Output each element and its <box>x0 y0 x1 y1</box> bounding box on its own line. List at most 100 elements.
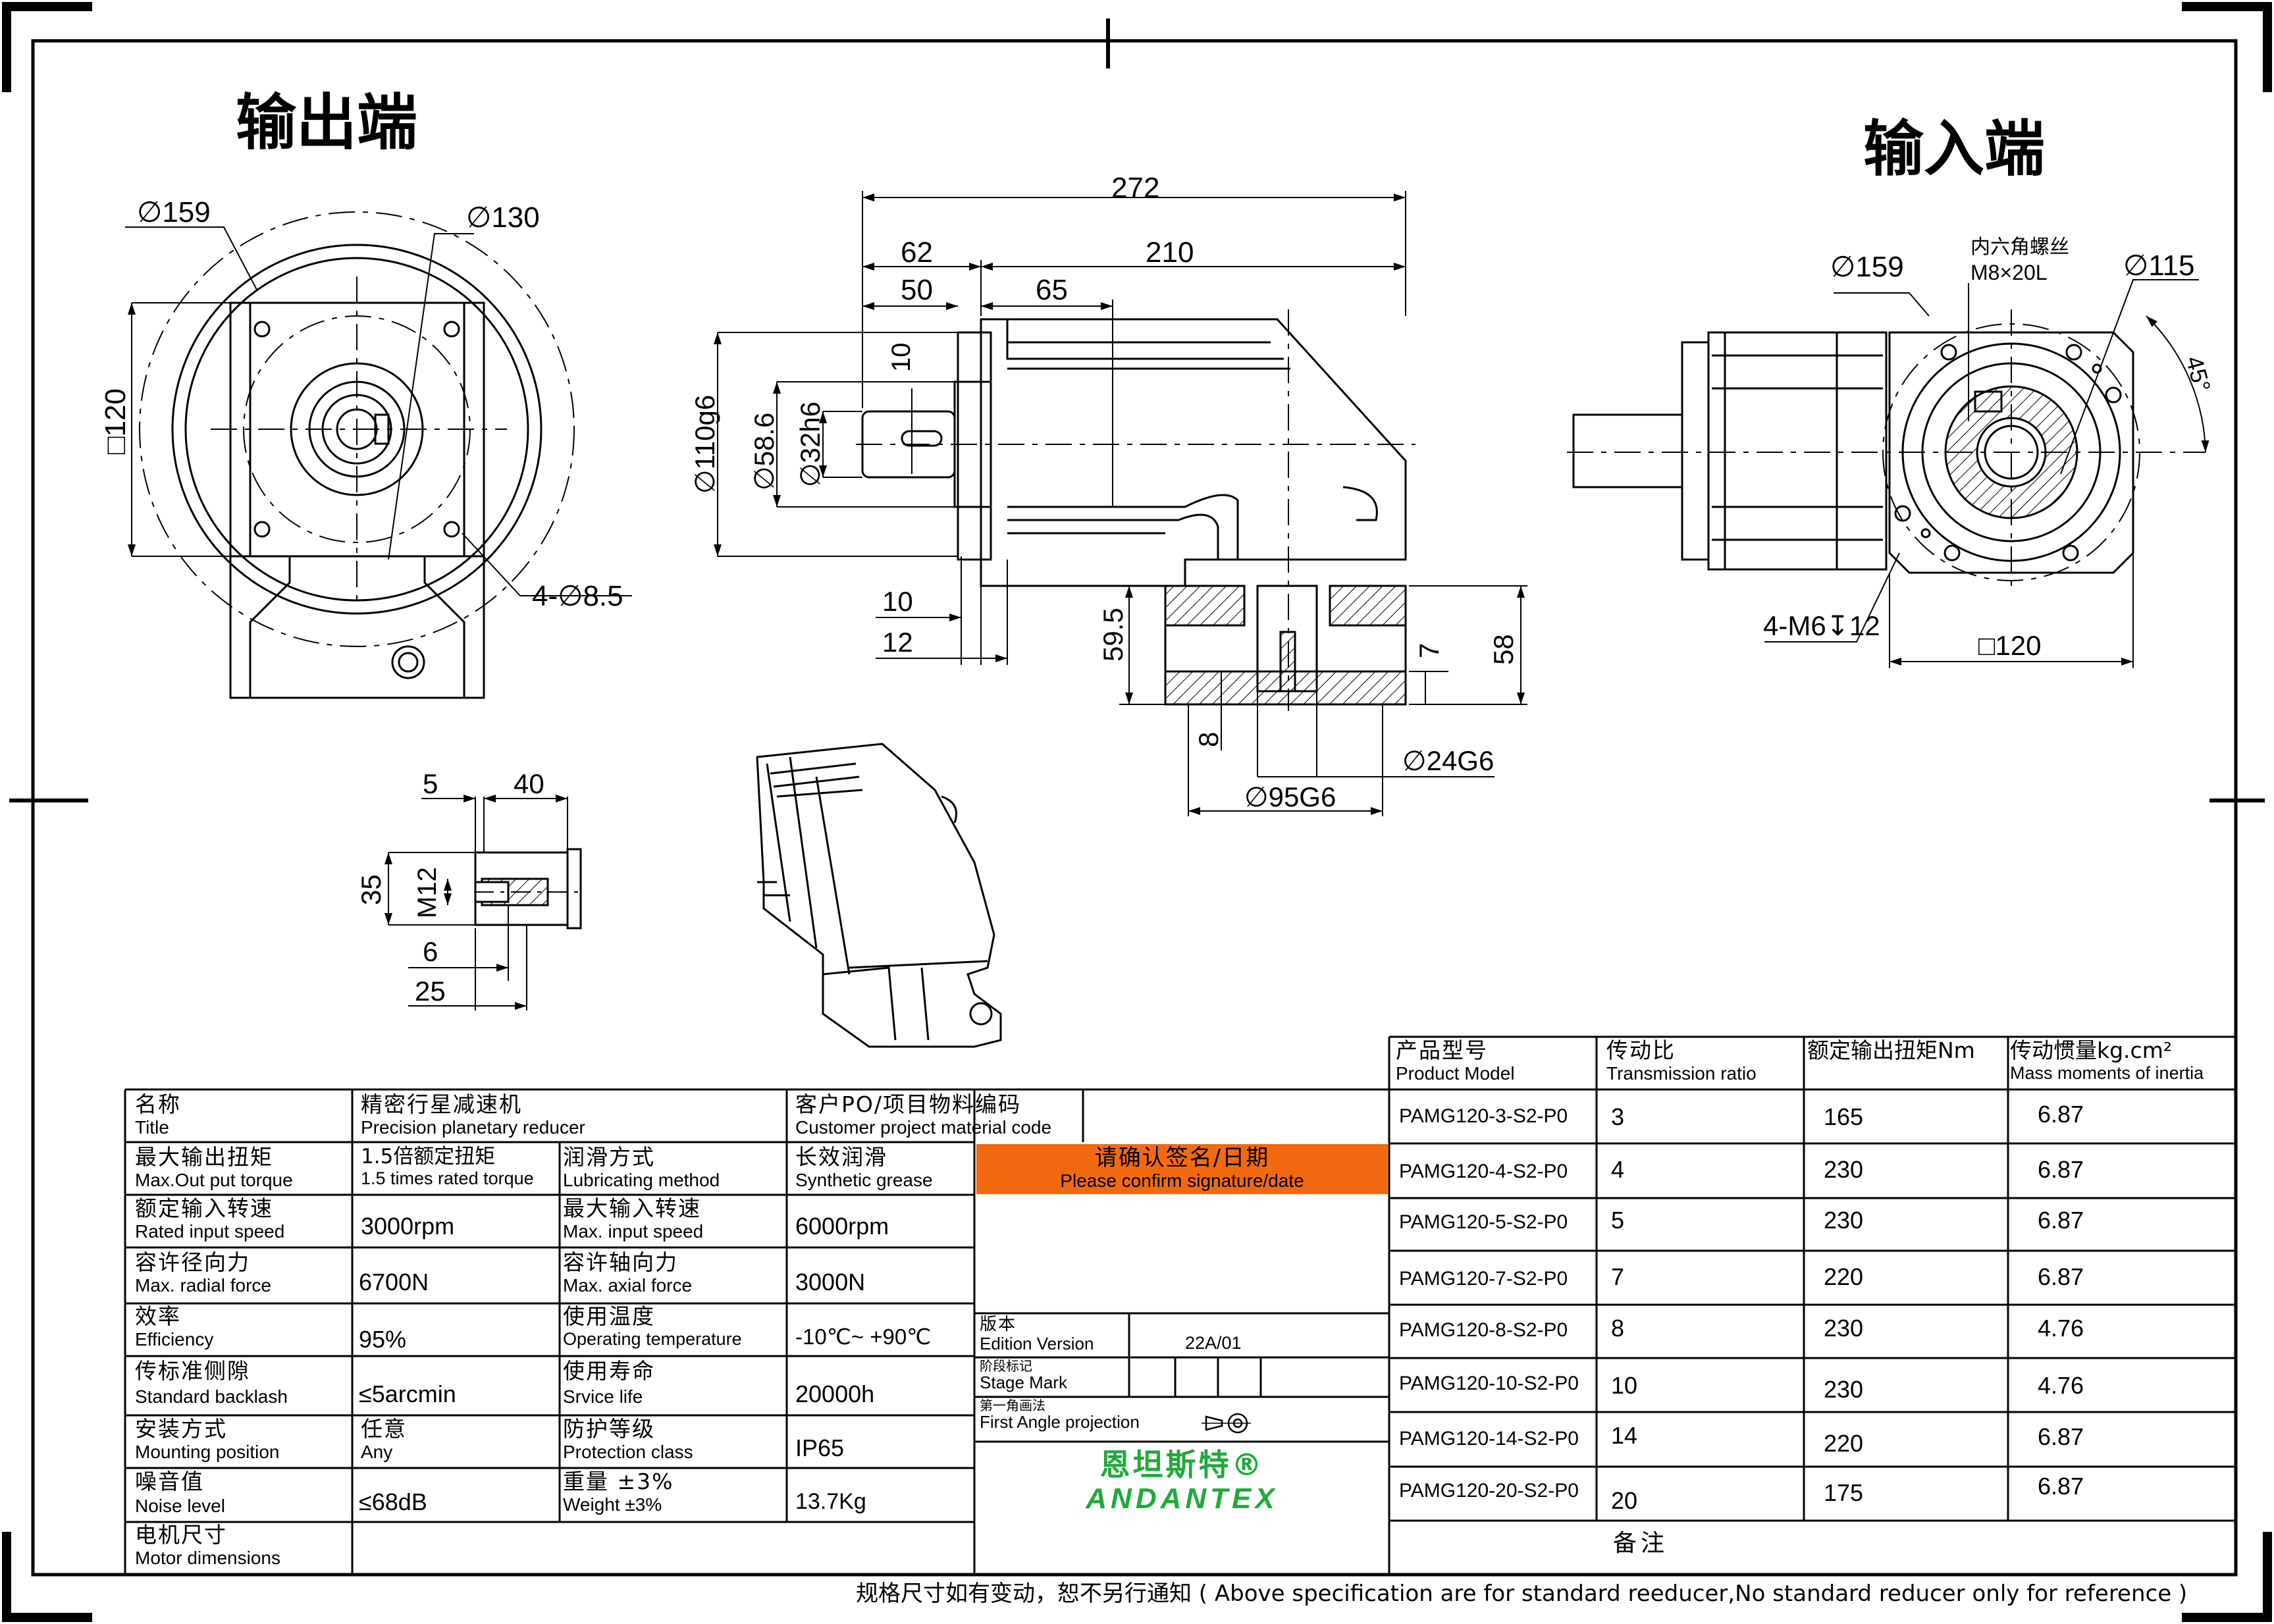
screw-spec-label: M8×20L <box>1970 261 2048 284</box>
side-len-10-top: 10 <box>887 343 916 373</box>
side-len-272: 272 <box>1111 172 1159 204</box>
title-value-cn: 精密行星减速机 <box>361 1093 522 1117</box>
side-dia-32: ∅32h6 <box>795 402 826 487</box>
temperature-en: Operating temperature <box>563 1328 742 1349</box>
side-dia-58-6: ∅58.6 <box>749 413 780 490</box>
key-dim-25: 25 <box>415 976 446 1007</box>
max-torque-value-cn: 1.5倍额定扭矩 <box>361 1145 496 1168</box>
model-header-product: 产品型号 Product Model <box>1396 1039 1595 1089</box>
model-row: PAMG120-20-S2-P0 20 175 6.87 <box>1389 1467 2236 1521</box>
protection-cn: 防护等级 <box>563 1417 655 1442</box>
model-inertia: 4.76 <box>2038 1372 2084 1399</box>
title-value-en: Precision planetary reducer <box>361 1116 585 1138</box>
projection-en: First Angle projection <box>980 1412 1140 1432</box>
axial-force-value-cell: 3000N <box>795 1269 973 1302</box>
key-detail-view <box>384 795 583 1010</box>
title-label-en: Title <box>135 1116 169 1138</box>
radial-force-label-cell: 容许径向力 Max. radial force <box>135 1251 349 1302</box>
output-dia-159-label: ∅159 <box>137 196 211 228</box>
model-inertia: 6.87 <box>2038 1473 2084 1500</box>
mounting-cn: 安装方式 <box>135 1417 227 1442</box>
key-dim-5: 5 <box>423 768 438 799</box>
max-speed-value-cell: 6000rpm <box>795 1213 973 1246</box>
lubrication-value-en: Synthetic grease <box>795 1169 933 1190</box>
max-torque-cn: 最大输出扭矩 <box>135 1145 273 1170</box>
weight-value: 13.7Kg <box>795 1489 866 1514</box>
title-value-cell: 精密行星减速机 Precision planetary reducer <box>361 1093 782 1141</box>
edition-value-cell: 22A/01 <box>1185 1333 1317 1355</box>
projection-cn: 第一角画法 <box>980 1398 1045 1413</box>
input-dia-115-label: ∅115 <box>2123 249 2194 282</box>
backlash-en: Standard backlash <box>135 1386 288 1407</box>
model-ratio: 8 <box>1611 1315 1625 1342</box>
model-row: PAMG120-4-S2-P0 4 230 6.87 <box>1389 1143 2236 1198</box>
model-header-inertia-cn: 传动惯量kg.cm² <box>2010 1039 2173 1063</box>
model-name: PAMG120-7-S2-P0 <box>1399 1268 1568 1290</box>
key-dim-m12: M12 <box>413 867 442 918</box>
model-header-inertia: 传动惯量kg.cm² Mass moments of inertia <box>2010 1039 2236 1089</box>
side-dia-24: ∅24G6 <box>1402 745 1494 776</box>
model-name: PAMG120-3-S2-P0 <box>1399 1105 1568 1127</box>
edition-cn: 版本 <box>980 1315 1017 1334</box>
stage-label-cell: 阶段标记 Stage Mark <box>980 1359 1128 1396</box>
key-dim-35: 35 <box>356 874 386 905</box>
input-thread-label: 4-M6↧12 <box>1763 610 1880 641</box>
model-torque: 175 <box>1824 1479 1864 1506</box>
model-name: PAMG120-20-S2-P0 <box>1399 1480 1579 1502</box>
noise-value: ≤68dB <box>359 1489 427 1515</box>
noise-value-cell: ≤68dB <box>359 1489 556 1521</box>
noise-label-cell: 噪音值 Noise level <box>135 1470 349 1521</box>
rated-speed-value: 3000rpm <box>361 1213 455 1240</box>
mounting-label-cell: 安装方式 Mounting position <box>135 1417 349 1467</box>
model-header-torque-cn: 额定输出扭矩Nm <box>1807 1039 1975 1063</box>
max-torque-value-cell: 1.5倍额定扭矩 1.5 times rated torque <box>361 1145 558 1194</box>
service-life-value-cell: 20000h <box>795 1381 973 1414</box>
temperature-value-cell: -10℃~ +90℃ <box>795 1325 973 1355</box>
output-end-title: 输出端 <box>236 90 417 157</box>
confirm-signature-cn: 请确认签名/日期 <box>1094 1145 1270 1171</box>
model-inertia: 6.87 <box>2038 1423 2084 1450</box>
model-row: PAMG120-10-S2-P0 10 230 4.76 <box>1389 1358 2236 1412</box>
edition-label-cell: 版本 Edition Version <box>980 1315 1128 1356</box>
model-header-ratio: 传动比 Transmission ratio <box>1606 1039 1803 1089</box>
max-speed-value: 6000rpm <box>795 1213 889 1240</box>
model-ratio: 10 <box>1611 1372 1638 1399</box>
side-len-62: 62 <box>901 236 933 269</box>
model-header-ratio-cn: 传动比 <box>1606 1039 1676 1063</box>
max-torque-label-cell: 最大输出扭矩 Max.Out put torque <box>135 1145 349 1194</box>
axial-force-cn: 容许轴向力 <box>563 1251 678 1275</box>
max-speed-en: Max. input speed <box>563 1220 704 1242</box>
model-name: PAMG120-5-S2-P0 <box>1399 1211 1568 1233</box>
side-len-65: 65 <box>1036 274 1068 306</box>
mounting-value-cell: 任意 Any <box>361 1417 558 1467</box>
output-dia-130-label: ∅130 <box>466 201 540 234</box>
model-ratio: 4 <box>1611 1156 1625 1183</box>
service-life-en: Srvice life <box>563 1386 643 1407</box>
protection-en: Protection class <box>563 1441 693 1462</box>
model-torque: 230 <box>1824 1156 1864 1183</box>
input-end-view <box>1567 279 2209 668</box>
input-dia-159-label: ∅159 <box>1830 251 1904 283</box>
edition-en: Edition Version <box>980 1334 1094 1354</box>
mounting-en: Mounting position <box>135 1441 280 1462</box>
backlash-value: ≤5arcmin <box>359 1381 456 1407</box>
edition-value: 22A/01 <box>1185 1333 1242 1353</box>
efficiency-cn: 效率 <box>135 1305 181 1329</box>
model-header-torque: 额定输出扭矩Nm <box>1807 1039 2007 1089</box>
side-len-210: 210 <box>1146 236 1194 269</box>
model-inertia: 6.87 <box>2038 1156 2084 1183</box>
efficiency-label-cell: 效率 Efficiency <box>135 1305 349 1355</box>
radial-force-value-cell: 6700N <box>359 1269 556 1302</box>
model-torque: 220 <box>1824 1263 1864 1290</box>
service-life-cn: 使用寿命 <box>563 1359 655 1384</box>
output-end-view <box>125 211 632 699</box>
efficiency-en: Efficiency <box>135 1328 214 1349</box>
screw-type-label: 内六角螺丝 <box>1970 236 2069 258</box>
first-angle-projection-icon <box>1202 1413 1251 1434</box>
model-inertia: 6.87 <box>2038 1207 2084 1234</box>
noise-cn: 噪音值 <box>135 1470 204 1494</box>
confirm-signature-cell[interactable]: 请确认签名/日期 Please confirm signature/date <box>976 1144 1388 1194</box>
model-torque: 230 <box>1824 1207 1864 1234</box>
model-torque: 220 <box>1824 1430 1864 1457</box>
